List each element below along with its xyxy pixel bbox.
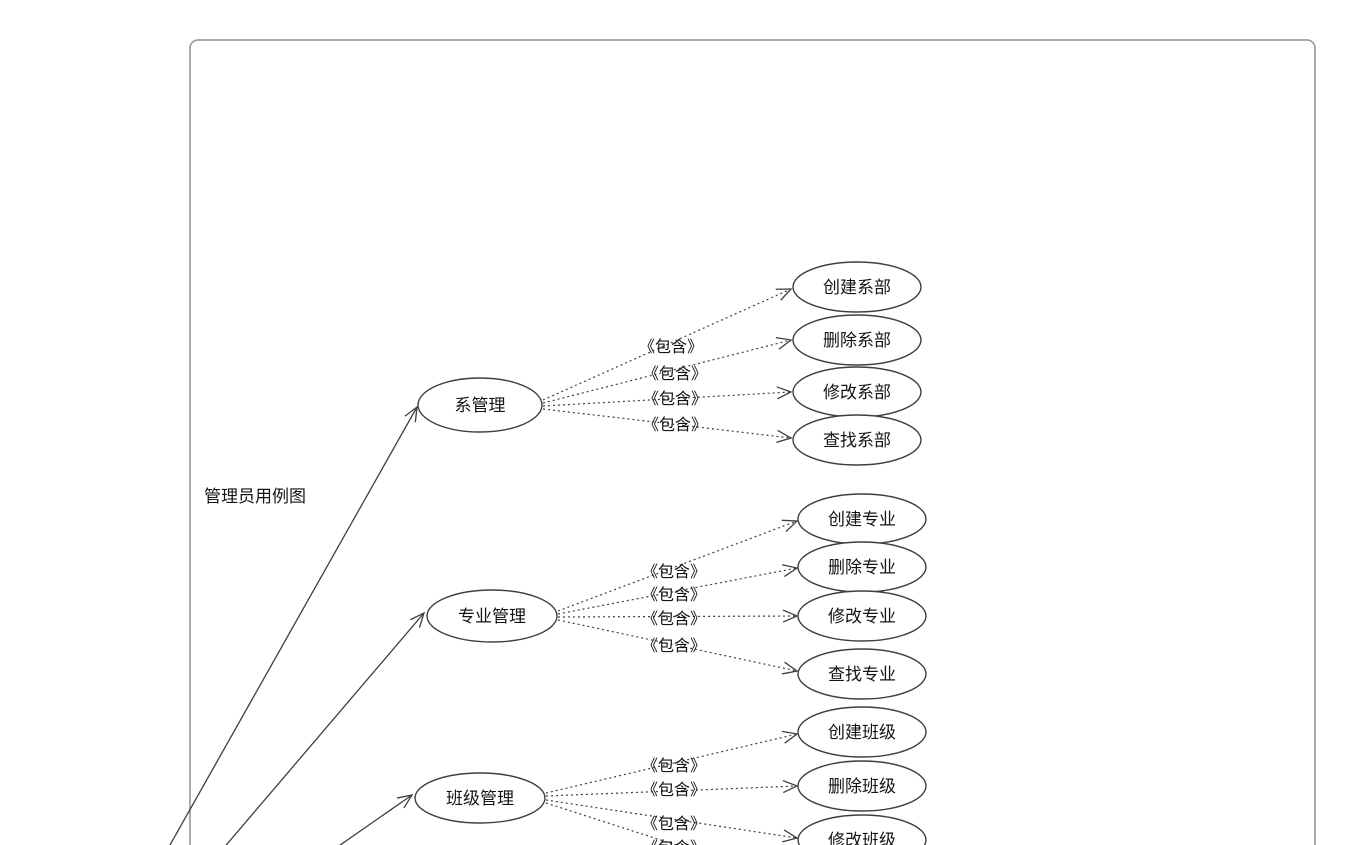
use-case-label: 修改班级 (828, 831, 896, 845)
include-label: 《包含》 (643, 365, 707, 383)
use-case-create-class (797, 706, 927, 758)
include-arrow (545, 802, 679, 845)
use-case-label: 删除班级 (828, 777, 896, 796)
use-case-label: 创建班级 (828, 723, 896, 742)
diagram-title: 管理员用例图 (204, 487, 306, 506)
use-case-find-major (797, 648, 927, 700)
use-case-group-major: 《包含》 《包含》 《包含》 《包含》 专业管理 创建专业 删除专业 修改专业 … (426, 493, 927, 700)
use-case-group-class: 《包含》 《包含》 《包含》 《包含》 班级管理 创建班级 删除班级 修改班级 (414, 706, 927, 845)
use-case-find-department (792, 414, 922, 466)
use-case-label: 删除系部 (823, 331, 891, 350)
use-case-modify-class (797, 814, 927, 845)
include-label: 《包含》 (642, 610, 706, 628)
include-label: 《包含》 (639, 338, 703, 356)
include-label: 《包含》 (643, 390, 707, 408)
use-case-group-department: 《包含》 《包含》 《包含》 《包含》 系管理 创建系部 删除系部 修改系部 查… (417, 261, 922, 466)
use-case-department-management (417, 377, 543, 433)
include-label: 《包含》 (643, 416, 707, 434)
actor-association-line-major (225, 611, 426, 845)
system-boundary (189, 39, 1316, 845)
include-arrow (542, 288, 793, 401)
use-case-major-management (426, 589, 558, 643)
use-case-label: 专业管理 (458, 607, 526, 626)
include-label: 《包含》 (642, 839, 706, 845)
include-arrow (542, 386, 793, 407)
use-case-label: 修改系部 (823, 383, 891, 402)
actor-association-line-class (339, 794, 414, 845)
include-label: 《包含》 (642, 781, 706, 799)
include-label: 《包含》 (642, 815, 706, 833)
use-case-label: 系管理 (455, 396, 506, 415)
use-case-delete-department (792, 314, 922, 366)
include-arrow (557, 619, 799, 675)
use-case-modify-major (797, 590, 927, 642)
include-arrow (545, 799, 799, 843)
use-case-label: 修改专业 (828, 607, 896, 626)
use-case-create-department (792, 261, 922, 313)
use-case-delete-class (797, 760, 927, 812)
include-arrow (557, 564, 799, 615)
include-label: 《包含》 (642, 563, 706, 581)
include-label: 《包含》 (642, 586, 706, 604)
actor-association-line-department (169, 405, 418, 845)
include-arrow (545, 779, 799, 797)
include-label: 《包含》 (642, 637, 706, 655)
use-case-label: 查找系部 (823, 431, 891, 450)
use-case-label: 删除专业 (828, 558, 896, 577)
use-case-label: 创建专业 (828, 510, 896, 529)
use-case-class-management (414, 772, 546, 824)
include-arrow (542, 408, 793, 443)
use-case-label: 创建系部 (823, 278, 891, 297)
use-case-label: 查找专业 (828, 665, 896, 684)
use-case-label: 班级管理 (446, 789, 514, 808)
include-label: 《包含》 (642, 757, 706, 775)
